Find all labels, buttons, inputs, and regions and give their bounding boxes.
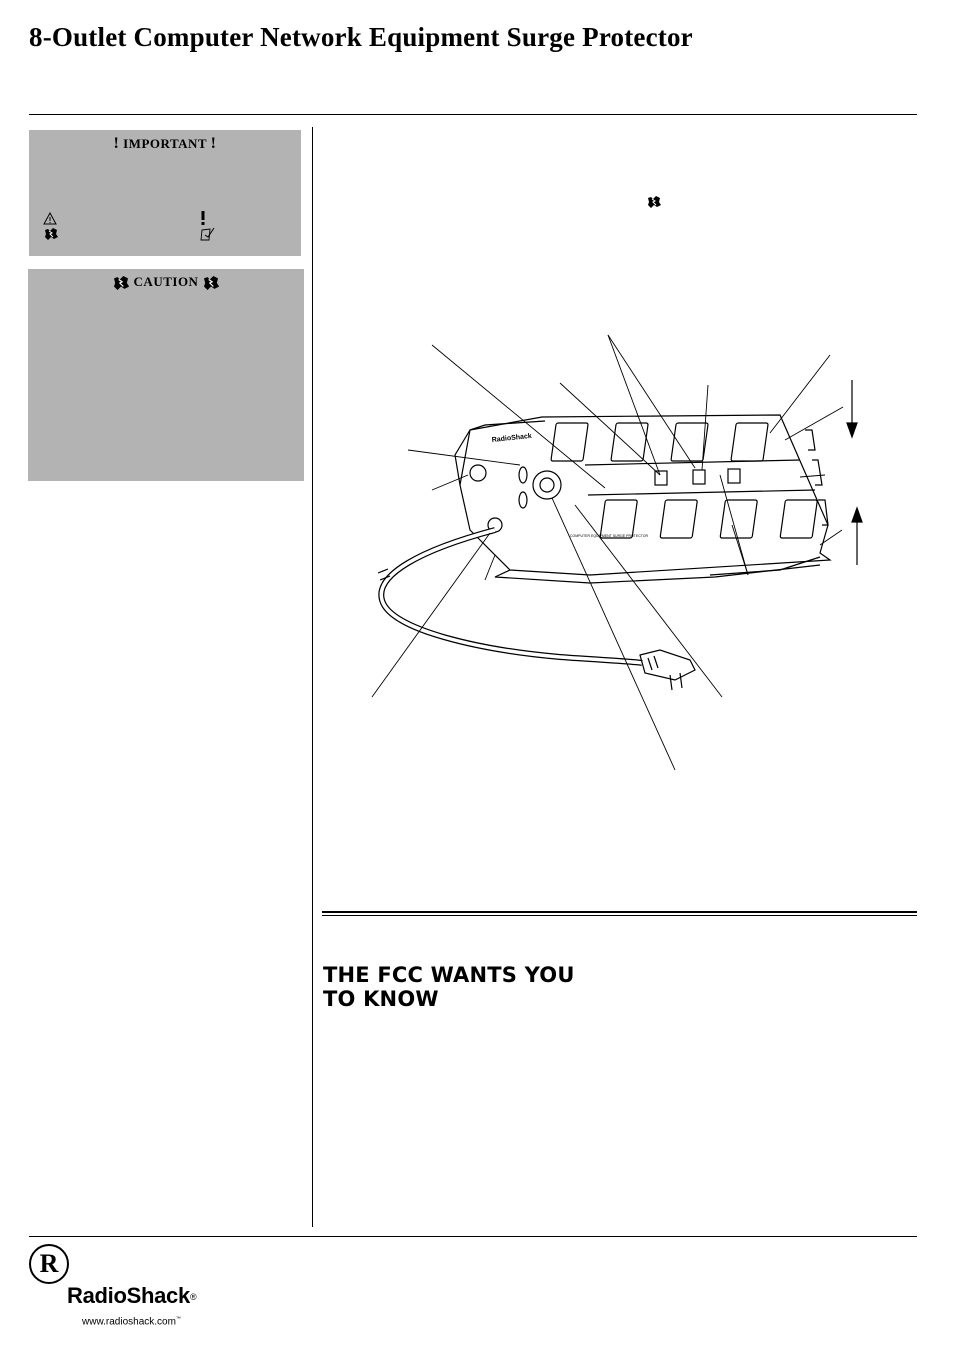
phone-jack: [654, 470, 668, 486]
important-heading: ! IMPORTANT !: [113, 135, 217, 152]
radioshack-logo-wordmark: RadioShack®: [67, 1283, 197, 1309]
indicator-light: [518, 466, 528, 484]
url-text: www.radioshack.com: [82, 1316, 176, 1328]
circuit-breaker: [532, 470, 562, 500]
coax-connector: [469, 464, 487, 482]
fcc-heading: THE FCC WANTS YOU TO KNOW: [323, 963, 575, 1011]
arrow-up: [851, 506, 863, 565]
lightning-burst-icon: [45, 228, 58, 240]
fcc-heading-line2: TO KNOW: [323, 987, 439, 1011]
power-cord: [378, 527, 643, 666]
page-title: 8-Outlet Computer Network Equipment Surg…: [29, 22, 693, 52]
outlet-row-top: [550, 422, 769, 462]
surge-protector-diagram: RadioShack COMPUTER EQUIPMENT SURGE PROT…: [371, 334, 863, 771]
phone-jack: [727, 468, 741, 484]
registered-mark: ®: [189, 1292, 197, 1303]
radioshack-logo-mark: R: [29, 1244, 69, 1284]
website-url[interactable]: www.radioshack.com™: [82, 1316, 181, 1327]
section-rule-thick: [322, 911, 917, 913]
phone-jack: [692, 469, 706, 485]
important-box: ! IMPORTANT !: [29, 130, 301, 256]
caution-heading: CAUTION: [28, 274, 304, 291]
warning-triangle-icon: [43, 212, 57, 225]
arrow-down: [846, 380, 858, 439]
outlet-row-bottom: [599, 499, 818, 539]
power-plug: [639, 649, 696, 691]
trademark-mark: ™: [175, 1316, 181, 1322]
indicator-light: [518, 491, 528, 509]
exclamation-icon: [201, 211, 205, 225]
lightning-burst-icon: [113, 276, 129, 291]
lightning-burst-icon: [204, 276, 220, 291]
footer-rule: [29, 1236, 917, 1237]
important-heading-text: IMPORTANT: [123, 136, 207, 151]
column-divider: [312, 127, 313, 1227]
lightning-burst-icon: [648, 196, 661, 208]
caution-box: CAUTION: [28, 269, 304, 481]
device-body: [459, 414, 832, 576]
diagram-device-label: COMPUTER EQUIPMENT SURGE PROTECTOR: [570, 534, 649, 538]
hand-note-icon: [200, 227, 215, 241]
header-rule: [29, 114, 917, 115]
diagram-brand-label: RadioShack: [491, 433, 532, 444]
fcc-heading-line1: THE FCC WANTS YOU: [323, 963, 575, 987]
caution-heading-text: CAUTION: [133, 274, 199, 289]
section-rule-thin: [322, 915, 917, 916]
logo-brand-text: RadioShack: [67, 1283, 190, 1308]
